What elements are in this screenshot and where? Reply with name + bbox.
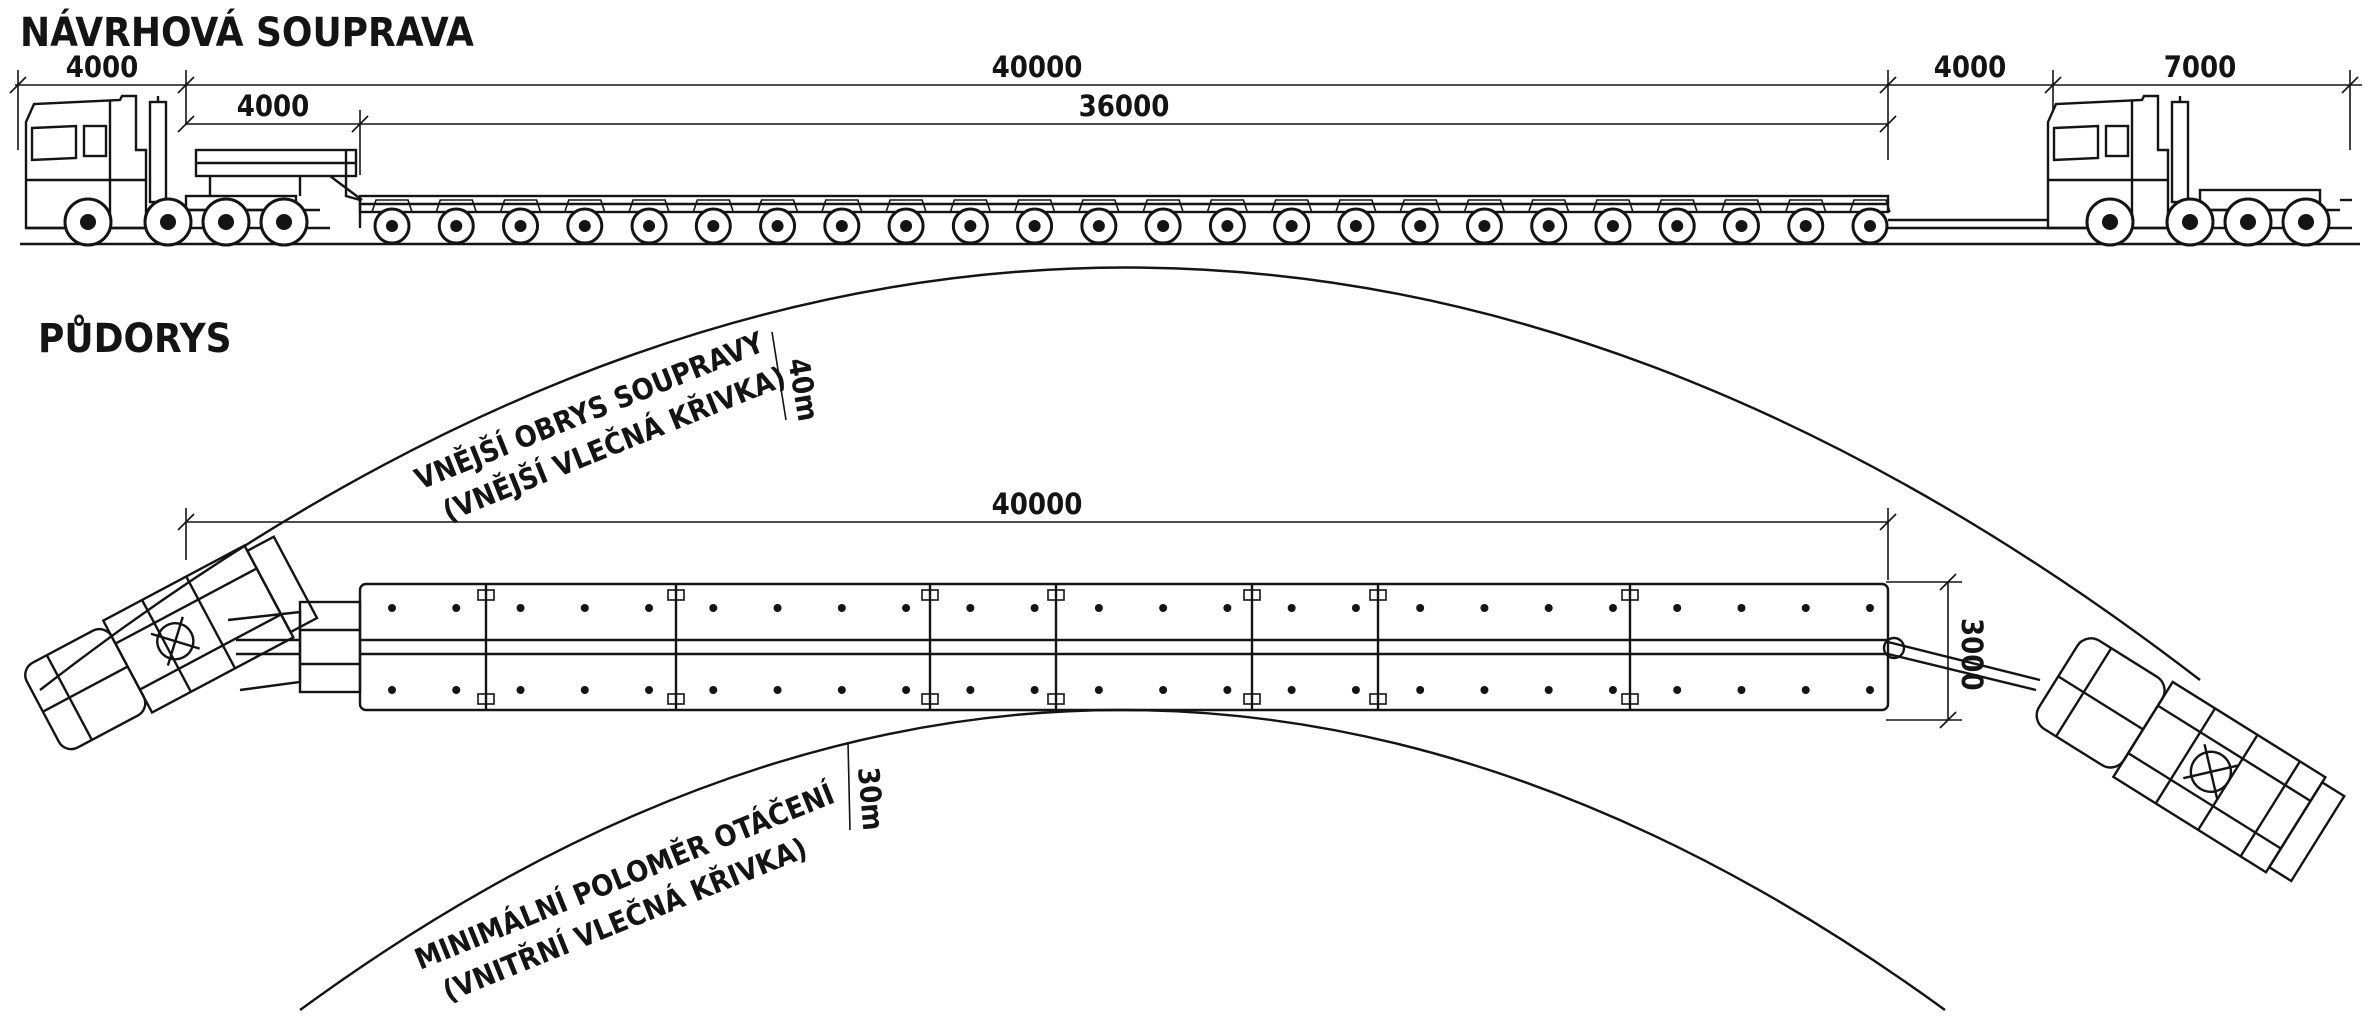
module-divider xyxy=(1621,584,1639,710)
platform-axles-side xyxy=(371,199,1891,245)
plan-axle-dot xyxy=(452,604,461,694)
plan-axle-dot xyxy=(1673,604,1682,694)
platform-axle xyxy=(756,199,799,245)
platform-axle xyxy=(1078,199,1120,245)
plan-axle-dot xyxy=(1801,604,1810,694)
plan-axle-dot xyxy=(837,604,846,694)
gooseneck-plan xyxy=(227,600,362,694)
module-divider xyxy=(1243,584,1261,710)
module-divider xyxy=(477,584,495,710)
radius-markers xyxy=(771,331,851,831)
plan-length-value: 40000 xyxy=(992,487,1083,521)
outer-swept-curve xyxy=(39,266,2201,691)
dim-total-trailer: 40000 xyxy=(992,50,1083,84)
platform-axle xyxy=(564,199,606,245)
plan-axle-dot xyxy=(1287,604,1296,694)
plan-axle-dot xyxy=(1416,604,1425,694)
platform-plan-modules xyxy=(477,584,1639,710)
module-divider xyxy=(921,584,939,710)
drawbar-plan xyxy=(1882,636,2041,692)
rear-tractor-plan xyxy=(2035,637,2346,883)
front-tractor-wheels xyxy=(63,197,309,247)
platform-axle xyxy=(1784,199,1827,245)
platform-axle xyxy=(885,199,927,245)
dim-gooseneck: 4000 xyxy=(237,89,310,123)
plan-axle-dot xyxy=(966,604,975,694)
platform-axle xyxy=(1399,199,1441,245)
plan-axle-dot xyxy=(902,604,911,694)
platform-axle xyxy=(1142,199,1184,245)
platform-axle xyxy=(499,199,542,245)
platform-plan-axles xyxy=(388,604,1874,694)
plan-width-value: 3000 xyxy=(1955,618,1989,691)
platform-axle xyxy=(949,199,992,245)
plan-axle-dot xyxy=(388,604,396,694)
platform-axle xyxy=(1335,199,1377,245)
platform-axle xyxy=(1720,199,1763,245)
platform-axle xyxy=(1527,199,1570,245)
platform-axle xyxy=(628,199,670,245)
platform-axle xyxy=(692,199,735,245)
side-dimension-values: 4000 40000 4000 36000 4000 7000 xyxy=(66,50,2237,123)
module-divider xyxy=(1369,584,1387,710)
plan-axle-dot xyxy=(709,604,718,694)
platform-axle xyxy=(1849,199,1891,245)
inner-radius-value: 30m xyxy=(851,766,890,832)
gooseneck-side xyxy=(194,148,363,228)
dim-rear-tractor: 7000 xyxy=(2164,50,2237,84)
dim-gap: 4000 xyxy=(1934,50,2007,84)
plan-axle-dot xyxy=(1159,604,1168,694)
plan-axle-dot xyxy=(645,604,654,694)
plan-axle-dot xyxy=(516,604,525,694)
plan-axle-dot xyxy=(1223,604,1232,694)
plan-axle-dot xyxy=(1866,604,1874,694)
plan-dimension-lines xyxy=(177,508,1962,729)
module-divider xyxy=(667,584,685,710)
platform-axle xyxy=(435,199,478,245)
platform-axle xyxy=(1206,199,1249,245)
platform-axle xyxy=(1592,199,1634,245)
side-dimension-lines xyxy=(9,70,2362,175)
plan-axle-dot xyxy=(1737,604,1746,694)
platform-plan-outline xyxy=(358,582,1890,712)
platform-axle xyxy=(1463,199,1506,245)
side-view-title: NÁVRHOVÁ SOUPRAVA xyxy=(20,8,474,56)
plan-axle-dot xyxy=(580,604,589,694)
plan-axle-dot xyxy=(1480,604,1489,694)
plan-axle-dot xyxy=(1544,604,1553,694)
platform-axle xyxy=(821,199,863,245)
plan-axle-dot xyxy=(1030,604,1039,694)
plan-axle-dot xyxy=(1351,604,1360,694)
plan-axle-dot xyxy=(1094,604,1103,694)
dim-front-tractor: 4000 xyxy=(66,50,139,84)
platform-axle xyxy=(1013,199,1056,245)
module-divider xyxy=(1047,584,1065,710)
platform-axle xyxy=(1656,199,1698,245)
platform-axle xyxy=(1270,199,1313,245)
platform-axle xyxy=(371,199,413,245)
dim-platform: 36000 xyxy=(1079,89,1170,123)
drawbar-side xyxy=(1888,218,2048,230)
front-tractor-plan xyxy=(24,535,319,751)
plan-view-title: PŮDORYS xyxy=(38,313,232,362)
plan-axle-dot xyxy=(1608,604,1617,694)
rear-tractor-wheels xyxy=(2085,197,2331,247)
swept-path-curves xyxy=(39,266,2201,1011)
outer-curve-label: VNĚJŠÍ OBRYS SOUPRAVY (VNĚJŠÍ VLEČNÁ KŘI… xyxy=(410,325,790,529)
plan-axle-dot xyxy=(773,604,782,694)
